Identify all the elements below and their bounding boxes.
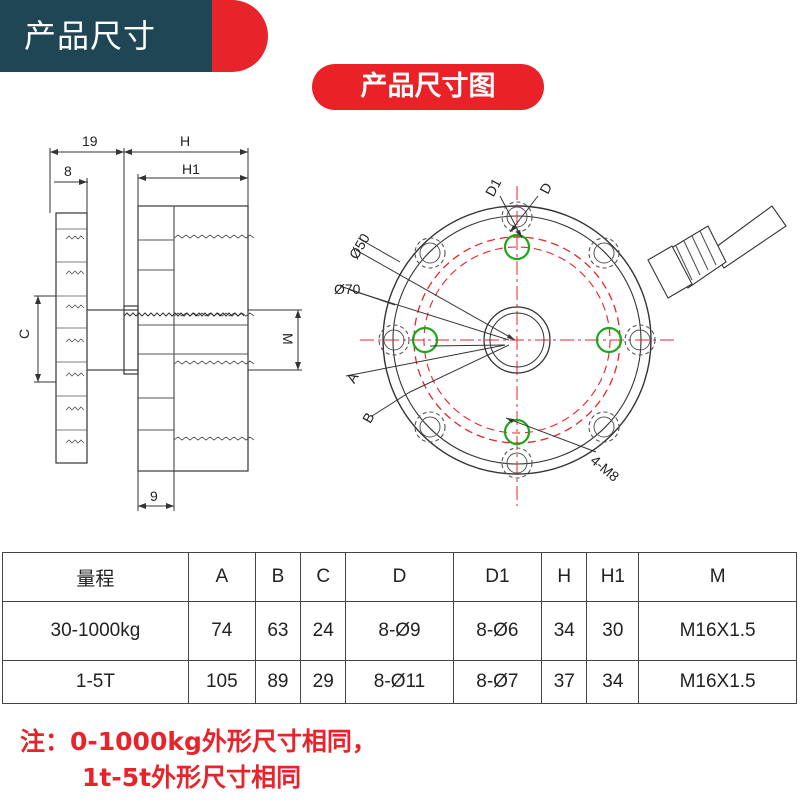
center-hub — [483, 306, 551, 374]
side-view — [34, 148, 302, 511]
table-header-cell: A — [187, 552, 256, 602]
dim-d-label: D — [536, 180, 555, 196]
technical-drawing: 19 8 H H1 C M 9 — [16, 133, 787, 511]
table-cell: 8-Ø9 — [345, 601, 454, 661]
table-cell: M16X1.5 — [638, 601, 797, 661]
spec-table: 量程 A B C D D1 H H1 M 30-1000kg 74 63 24 … — [2, 552, 797, 704]
table-cell: 34 — [586, 660, 640, 704]
table-cell: 8-Ø6 — [452, 601, 543, 661]
note-line-2: 1t-5t外形尺寸相同 — [82, 763, 302, 792]
cable-connector — [647, 205, 787, 299]
header-dark-block — [0, 0, 212, 72]
table-header-cell: C — [300, 552, 347, 602]
dim-19-label: 19 — [82, 133, 98, 149]
table-cell: 74 — [187, 601, 256, 661]
dim-phi70-label: Ø70 — [334, 281, 361, 297]
table-cell: 29 — [300, 660, 347, 704]
dim-c-label: C — [16, 329, 32, 339]
dim-m8-label: 4-M8 — [588, 452, 623, 485]
table-header-row: 量程 A B C D D1 H H1 M — [2, 552, 797, 602]
table-cell: 1-5T — [2, 660, 189, 704]
header-title: 产品尺寸 — [24, 17, 157, 55]
mounting-plate — [55, 212, 88, 464]
dim-h-label: H — [180, 133, 190, 149]
front-view — [339, 186, 787, 506]
table-cell: 105 — [187, 660, 256, 704]
table-row: 1-5T 105 89 29 8-Ø11 8-Ø7 37 34 M16X1.5 — [2, 660, 797, 704]
table-header-cell: D1 — [452, 552, 543, 602]
header-banner: 产品尺寸 — [0, 0, 268, 72]
dim-9-label: 9 — [150, 488, 158, 504]
table-header-cell: B — [254, 552, 302, 602]
table-cell: 63 — [254, 601, 302, 661]
table-cell: 24 — [300, 601, 347, 661]
dim-b-label: B — [359, 410, 378, 426]
table-cell: 30-1000kg — [2, 601, 189, 661]
table-header-cell: H — [541, 552, 588, 602]
table-cell: 34 — [541, 601, 588, 661]
table-cell: 89 — [254, 660, 302, 704]
table-header-cell: M — [638, 552, 797, 602]
dim-d1-label: D1 — [482, 175, 505, 199]
dim-a-label: A — [343, 369, 362, 386]
dim-8-label: 8 — [64, 163, 72, 179]
dim-h1-label: H1 — [182, 161, 200, 177]
table-header-cell: 量程 — [2, 552, 189, 602]
table-cell: M16X1.5 — [638, 660, 797, 704]
table-cell: 8-Ø11 — [345, 660, 454, 704]
table-cell: 8-Ø7 — [452, 660, 543, 704]
table-header-cell: H1 — [586, 552, 640, 602]
note-line-1: 注：0-1000kg外形尺寸相同， — [20, 727, 377, 756]
sensor-body — [137, 205, 249, 472]
table-cell: 37 — [541, 660, 588, 704]
table-header-cell: D — [345, 552, 454, 602]
m8-holes — [411, 233, 623, 446]
table-row: 30-1000kg 74 63 24 8-Ø9 8-Ø6 34 30 M16X1… — [2, 601, 797, 661]
table-cell: 30 — [586, 601, 640, 661]
dim-m-label: M — [280, 333, 296, 345]
section-title-pill: 产品尺寸图 — [312, 64, 544, 110]
